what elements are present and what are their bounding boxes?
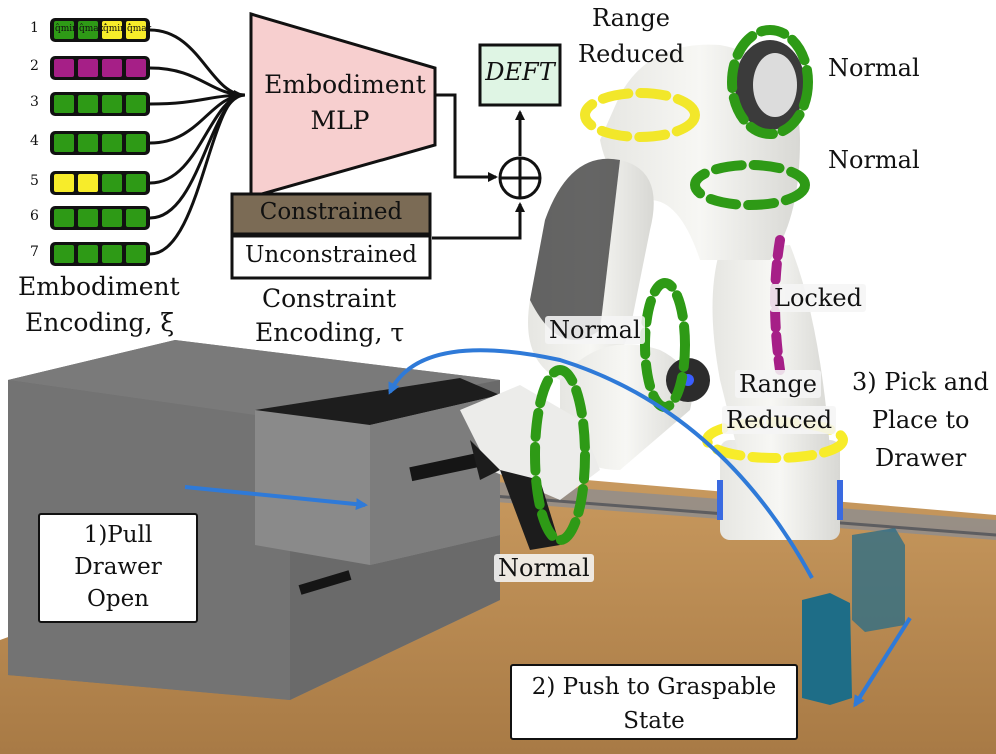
encoding-cell [126, 174, 146, 192]
task-pick-place: Place to [872, 406, 970, 434]
encoding-cell [54, 245, 74, 263]
encoding-cell [54, 174, 74, 192]
encoding-row [50, 171, 150, 195]
joint-label: Range [592, 4, 670, 32]
row-index: 3 [30, 94, 39, 110]
cell-label: q̇̂max [127, 24, 152, 34]
task-text: Drawer [74, 554, 162, 580]
encoding-row [50, 131, 150, 155]
encoding-cell [78, 134, 98, 152]
row-index: 1 [30, 20, 39, 36]
joint-indicators [530, 25, 848, 545]
task-text: State [623, 708, 685, 734]
row-index: 2 [30, 58, 39, 74]
encoding-cell [102, 59, 122, 77]
embodiment-encoding-caption: Embodiment [18, 272, 180, 301]
encoding-cell [126, 95, 146, 113]
joint-label: Normal [545, 316, 645, 344]
encoding-cell [54, 209, 74, 227]
encoding-cell [78, 245, 98, 263]
task-push: 2) Push to Graspable State [510, 664, 798, 740]
encoding-row [50, 92, 150, 116]
unconstrained-label: Unconstrained [245, 242, 417, 268]
embodiment-encoding-caption: Encoding, ξ [25, 308, 175, 337]
encoding-cell [126, 209, 146, 227]
encoding-cell [54, 21, 74, 39]
cell-label: q̇̂min [103, 24, 126, 34]
joint-label: Normal [494, 554, 594, 582]
encoding-cell [102, 174, 122, 192]
joint-label: Normal [828, 146, 920, 174]
encoding-row [50, 18, 150, 42]
joint-label: Range [735, 370, 821, 398]
encoding-cell [102, 21, 122, 39]
task-arrows [184, 348, 912, 708]
cell-label: q̂min [55, 24, 78, 34]
row-index: 5 [30, 173, 39, 189]
encoding-cell [78, 59, 98, 77]
encoding-cell [54, 59, 74, 77]
task-pick-place: 3) Pick and [852, 368, 989, 396]
constrained-box [230, 192, 432, 236]
deft-label: DEFT [485, 58, 555, 86]
row-index: 7 [30, 244, 39, 260]
deft-block [478, 43, 562, 107]
task-text: 2) Push to Graspable [531, 674, 777, 700]
row-index: 6 [30, 208, 39, 224]
encoding-cell [78, 95, 98, 113]
task-pull-drawer: 1)Pull Drawer Open [38, 513, 198, 623]
encoding-cell [78, 209, 98, 227]
joint-label: Reduced [722, 406, 837, 434]
encoding-cell [54, 134, 74, 152]
joint-label: Locked [770, 284, 866, 312]
encoding-cell [78, 174, 98, 192]
encoding-row [50, 56, 150, 80]
encoding-cell [78, 21, 98, 39]
mlp-label: MLP [310, 106, 370, 135]
mlp-label: Embodiment [264, 70, 426, 99]
encoding-row [50, 242, 150, 266]
flow-lines [432, 93, 525, 240]
task-pick-place: Drawer [875, 444, 967, 472]
encoding-cell [126, 21, 146, 39]
encoding-cells [50, 18, 150, 266]
joint-label: Normal [828, 54, 920, 82]
encoding-cell [126, 245, 146, 263]
encoding-cell [126, 59, 146, 77]
task-text: Open [86, 586, 149, 612]
constrained-label: Constrained [259, 199, 403, 225]
objects [802, 528, 905, 705]
constraint-encoding-caption: Constraint [262, 284, 397, 313]
encoding-cell [102, 134, 122, 152]
encoding-row [50, 206, 150, 230]
task-text: 1)Pull [83, 522, 153, 548]
unconstrained-box [230, 234, 432, 280]
encoding-cell [102, 209, 122, 227]
encoding-cell [54, 95, 74, 113]
fan-in-lines [149, 28, 246, 256]
row-index: 4 [30, 133, 39, 149]
encoding-cell [126, 134, 146, 152]
encoding-cell [102, 245, 122, 263]
constraint-encoding-caption: Encoding, τ [255, 318, 405, 347]
cell-label: q̂max [79, 24, 104, 34]
encoding-cell [102, 95, 122, 113]
joint-label: Reduced [578, 40, 685, 68]
mlp-block [249, 11, 437, 199]
